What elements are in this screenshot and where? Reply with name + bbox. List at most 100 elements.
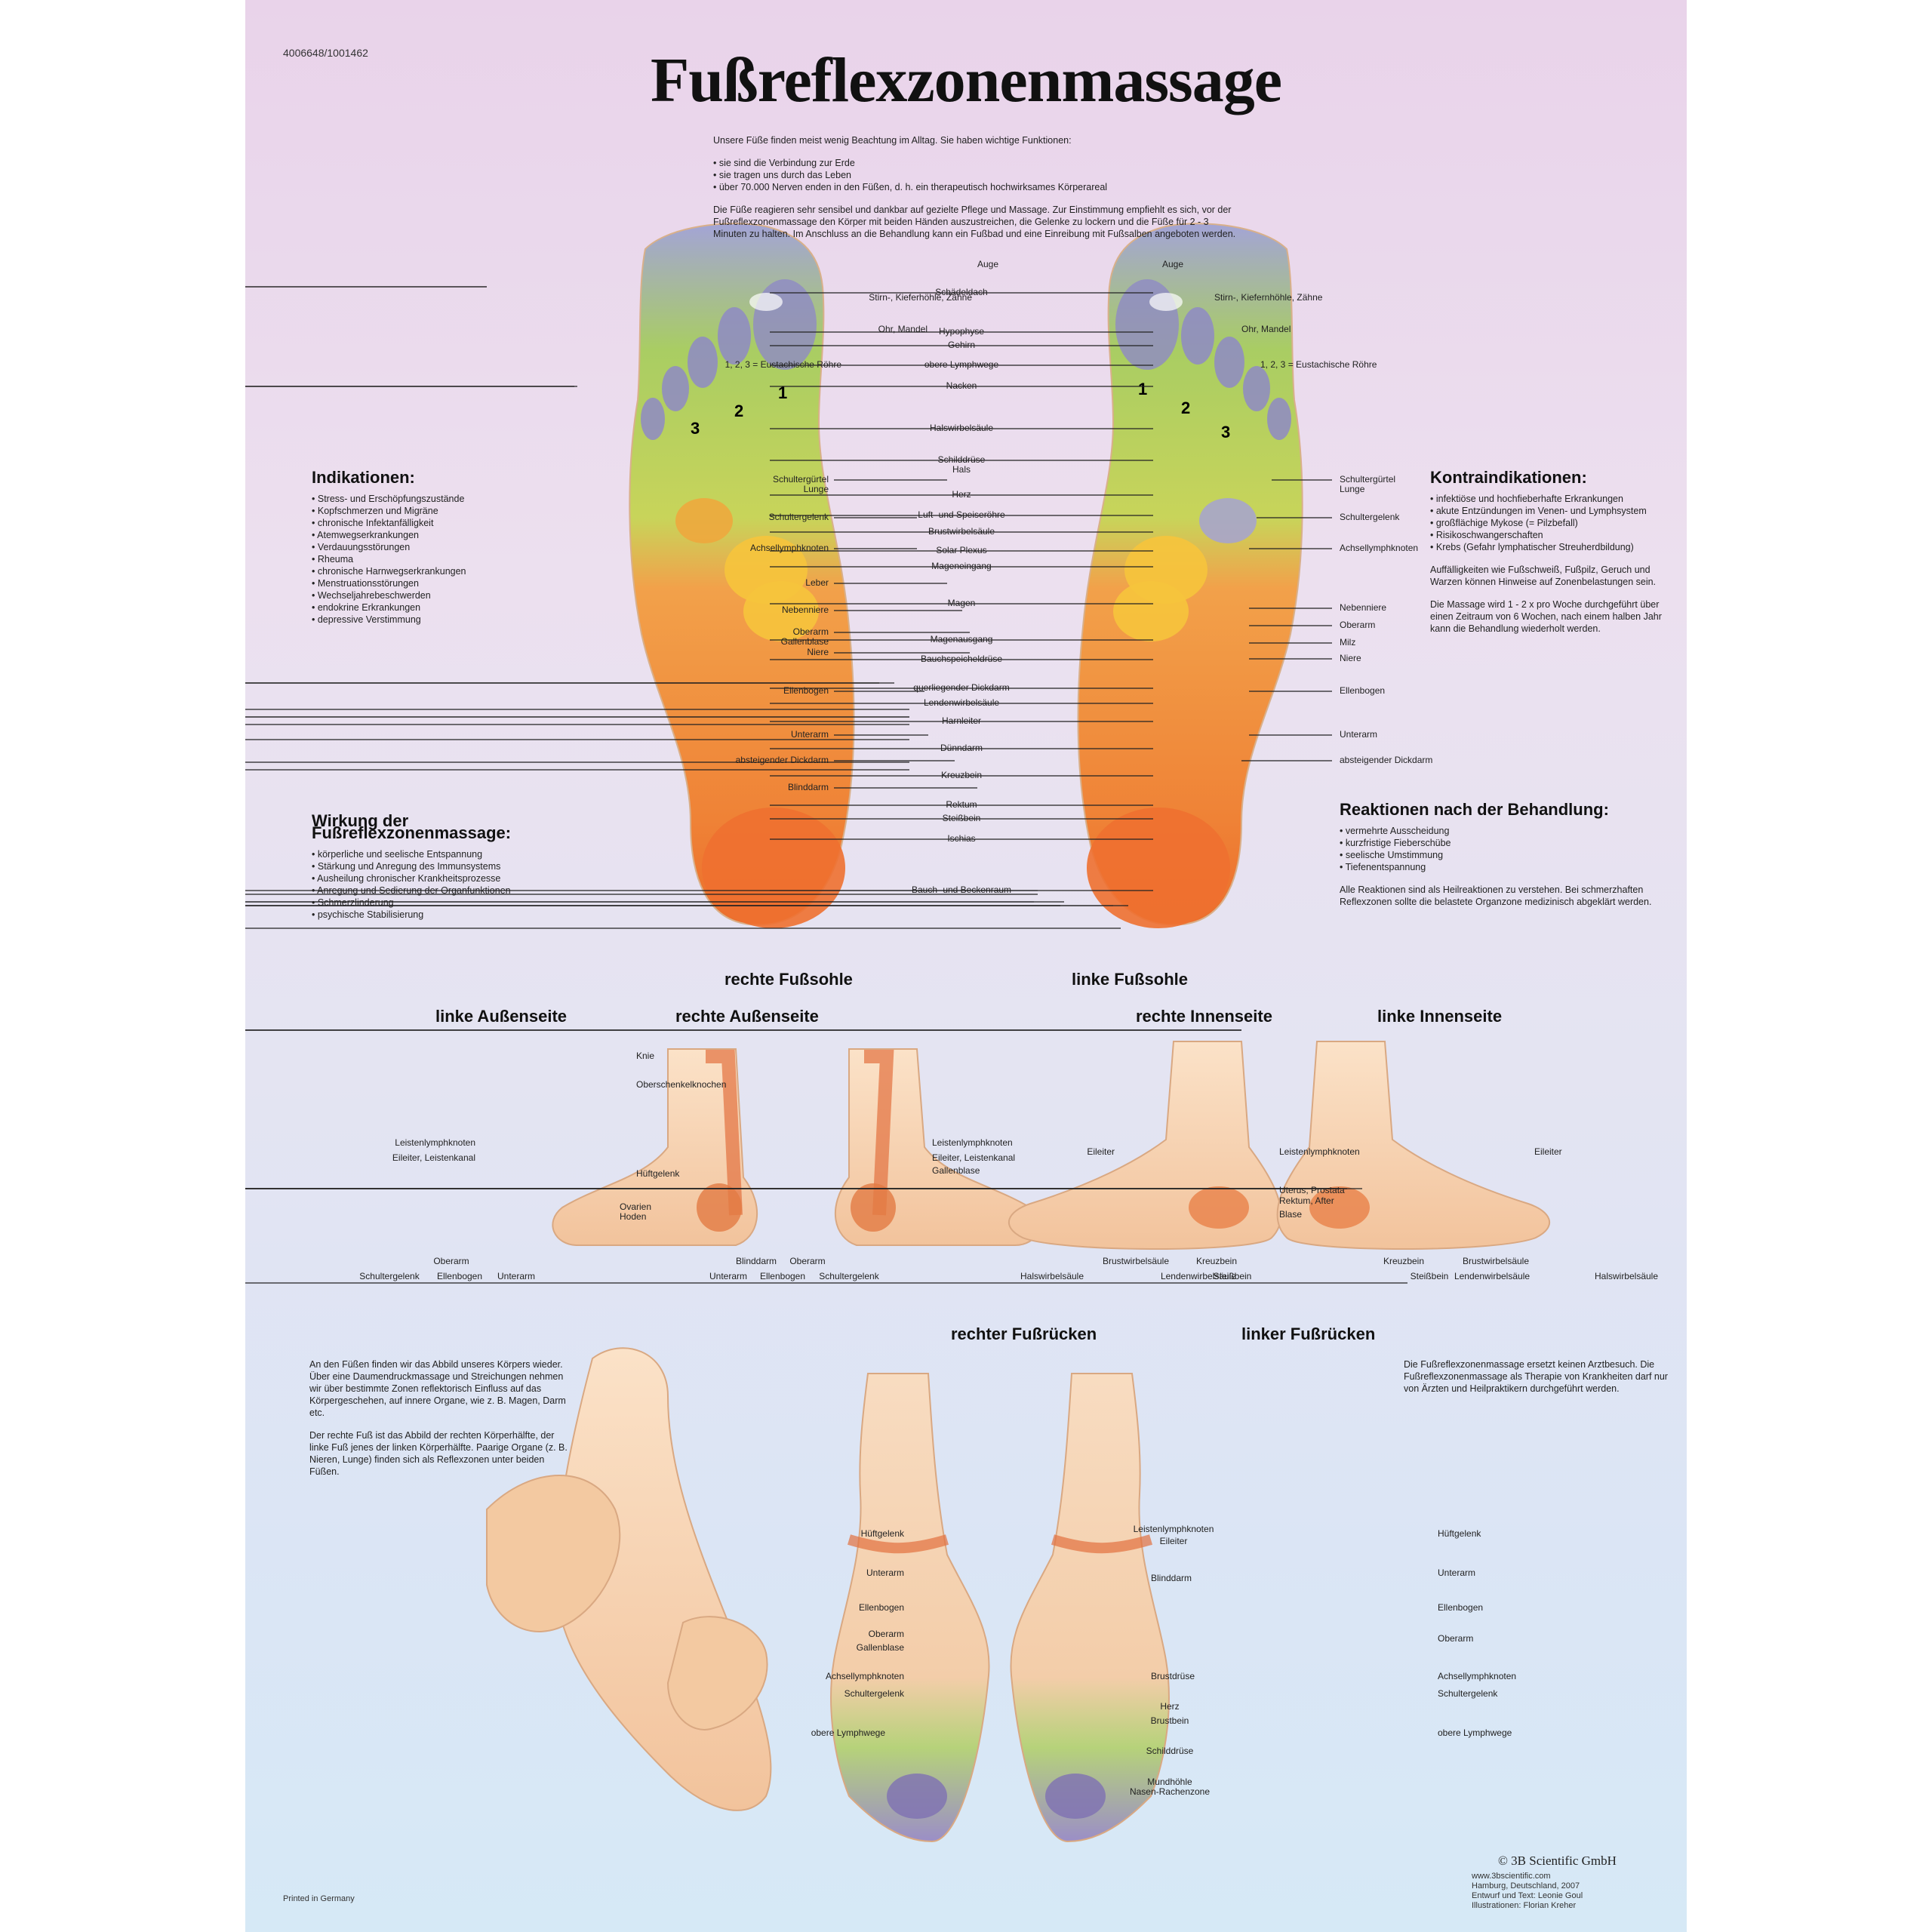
zone-label: Ellenbogen [759, 1271, 806, 1281]
contraindication-item: Krebs (Gefahr lymphatischer Streuherdbil… [1430, 541, 1679, 553]
right-sole [629, 223, 855, 928]
hands-text: An den Füßen finden wir das Abbild unser… [309, 1358, 570, 1488]
zone-label: Leistenlymphknoten [1279, 1146, 1360, 1157]
zone-label: Hüftgelenk [860, 1528, 904, 1539]
contraindication-item: großflächige Mykose (= Pilzbefall) [1430, 517, 1679, 529]
zone-label: Unterarm [866, 1567, 904, 1578]
toe-number-3-right: 3 [691, 419, 700, 438]
contraindications-heading: Kontraindikationen: [1430, 468, 1587, 487]
zone-label: Unterarm [1438, 1567, 1476, 1578]
zone-label: Lendenwirbelsäule [1160, 1271, 1237, 1281]
zone-label: Leistenlymphknoten [932, 1137, 1013, 1148]
hands-text-p2: Der rechte Fuß ist das Abbild der rechte… [309, 1430, 568, 1477]
zone-label: Eileiter [1159, 1536, 1188, 1546]
zone-label: obere Lymphwege [924, 359, 999, 370]
intro-bullet: über 70.000 Nerven enden in den Füßen, d… [713, 181, 1241, 193]
zone-label: Schultergelenk [819, 1271, 879, 1281]
effect-item: Ausheilung chronischer Krankheitsprozess… [312, 872, 561, 884]
zone-label: Harnleiter [941, 715, 982, 726]
zone-label: Oberschenkelknochen [636, 1079, 727, 1090]
zone-label: Dünndarm [940, 743, 983, 753]
zone-label: Gehirn [947, 340, 976, 350]
zone-label: Brustwirbelsäule [928, 526, 995, 537]
zone-label: Unterarm [790, 729, 829, 740]
toe-number-3-left: 3 [1221, 423, 1231, 441]
effect-item: Stärkung und Anregung des Immunsystems [312, 860, 561, 872]
zone-label: Oberarm [433, 1256, 469, 1266]
intro-list: sie sind die Verbindung zur Erde sie tra… [713, 157, 1241, 193]
zone-label: Nebenniere [1340, 602, 1387, 613]
zone-label: Gallenblase [932, 1165, 980, 1176]
zone-label: Hüftgelenk [636, 1168, 680, 1179]
zone-label: Luft- und Speiseröhre [918, 509, 1005, 520]
zone-label: Nebenniere [781, 605, 829, 615]
indication-item: Stress- und Erschöpfungszustände [312, 493, 508, 505]
left-sole [1077, 223, 1303, 928]
effect-item: körperliche und seelische Entspannung [312, 848, 561, 860]
caption-left-dorsum: linker Fußrücken [1241, 1324, 1376, 1343]
indication-item: Menstruationsstörungen [312, 577, 508, 589]
zone-label: Stirn-, Kiefernhöhle, Zähne [1214, 292, 1323, 303]
indication-item: depressive Verstimmung [312, 614, 508, 626]
zone-label: Schultergelenk [844, 1688, 904, 1699]
footer-text-credit: Entwurf und Text: Leonie Goul [1472, 1891, 1583, 1900]
toe-number-1-left: 1 [1138, 380, 1148, 398]
zone-label: Halswirbelsäule [929, 423, 994, 433]
zone-label: Bauch- und Beckenraum [911, 884, 1012, 895]
reflexology-poster: 4006648/1001462 Fußreflexzonenmassage Un… [245, 0, 1687, 1932]
indication-item: Wechseljahrebeschwerden [312, 589, 508, 601]
indication-item: endokrine Erkrankungen [312, 601, 508, 614]
caption-left-outer: linke Außenseite [435, 1007, 568, 1026]
zone-label: Halswirbelsäule [1020, 1271, 1084, 1281]
left-dorsum [1010, 1373, 1170, 1843]
zone-label: Eileiter, Leistenkanal [932, 1152, 1016, 1163]
zone-label: Niere [1340, 653, 1361, 663]
zone-label: Schultergelenk [1438, 1688, 1498, 1699]
indication-item: chronische Harnwegserkrankungen [312, 565, 508, 577]
caption-right-sole: rechte Fußsohle [724, 970, 853, 989]
zone-label: Oberarm [1438, 1633, 1474, 1644]
zone-label: Unterarm [1340, 729, 1378, 740]
zone-label: Oberarm [868, 1629, 904, 1639]
zone-label: 1, 2, 3 = Eustachische Röhre [724, 359, 841, 370]
zone-label: Ischias [947, 833, 976, 844]
zone-label: Kreuzbein [940, 770, 983, 780]
zone-label: Ohr, Mandel [878, 324, 928, 334]
zone-label: Unterarm [497, 1271, 536, 1281]
zone-label: Leistenlymphknoten [395, 1137, 475, 1148]
footer-illus-credit: Illustrationen: Florian Kreher [1472, 1901, 1577, 1910]
caption-left-inner: linke Innenseite [1377, 1007, 1503, 1026]
zone-label: obere Lymphwege [1438, 1727, 1512, 1738]
outer-side-left-foot [552, 1048, 758, 1246]
stomach-zone [743, 581, 819, 641]
zone-label: Rektum [946, 799, 977, 810]
zone-label: Blinddarm [787, 782, 829, 792]
intro-body: Die Füße reagieren sehr sensibel und dan… [713, 205, 1236, 239]
reaction-item: vermehrte Ausscheidung [1340, 825, 1672, 837]
contraindications-note: Auffälligkeiten wie Fußschweiß, Fußpilz,… [1430, 565, 1657, 587]
zone-label: Blinddarm [1151, 1573, 1192, 1583]
zone-label: absteigender Dickdarm [1340, 755, 1433, 765]
zone-label: Leber [805, 577, 829, 588]
toe-number-2-left: 2 [1181, 398, 1191, 417]
hands-text-p1: An den Füßen finden wir das Abbild unser… [309, 1359, 566, 1418]
caption-right-dorsum: rechter Fußrücken [951, 1324, 1097, 1343]
zone-label: Blase [1279, 1209, 1303, 1220]
zone-label: Blinddarm [735, 1256, 777, 1266]
zone-label: Auge [977, 259, 998, 269]
inner-side-left-foot [1276, 1041, 1551, 1250]
zone-label: Ellenbogen [858, 1602, 904, 1613]
toe-5 [641, 398, 665, 440]
zone-label: Oberarm [789, 1256, 826, 1266]
zone-label: Brustwirbelsäule [1462, 1256, 1530, 1266]
reactions-heading: Reaktionen nach der Behandlung: [1340, 800, 1609, 819]
zone-label: Brustbein [1150, 1715, 1189, 1726]
brand-logo-text: © 3B Scientific GmbH [1498, 1854, 1617, 1868]
zone-label: Gallenblase [856, 1642, 904, 1653]
article-code: 4006648/1001462 [283, 47, 368, 59]
effect-item: psychische Stabilisierung [312, 909, 561, 921]
